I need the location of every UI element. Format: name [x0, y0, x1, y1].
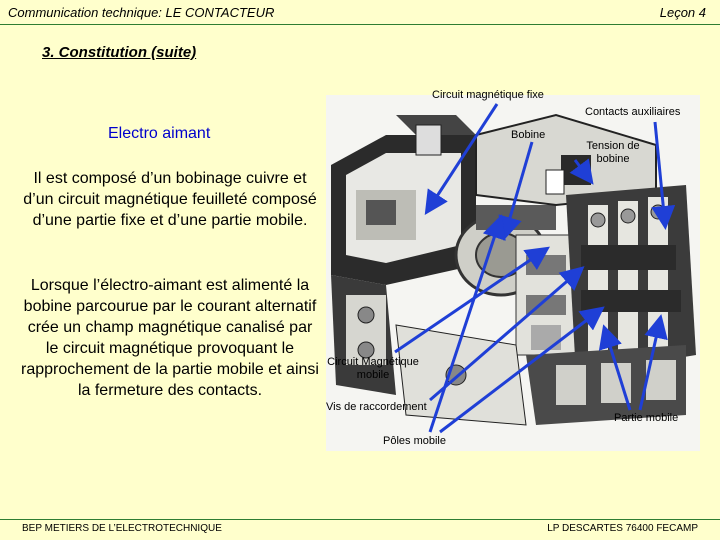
label-partie-mobile: Partie mobile: [614, 412, 679, 424]
header-lesson-number: Leçon 4: [659, 5, 706, 20]
paragraph-operation: Lorsque l’électro-aimant est alimenté la…: [21, 277, 319, 399]
header-course-title: Communication technique: LE CONTACTEUR: [8, 5, 275, 20]
arrow-bobine: [498, 141, 534, 241]
arrow-poles-1: [428, 214, 506, 433]
label-tension-bobine: Tension de bobine: [586, 140, 640, 165]
footer-school: LP DESCARTES 76400 FECAMP: [547, 523, 698, 534]
label-bobine: Bobine: [511, 129, 546, 141]
label-circuit-magnetique-mobile: Circuit Magnétique mobile: [327, 356, 419, 381]
footer-rule: [0, 519, 720, 520]
label-vis-raccordement: Vis de raccordement: [326, 401, 427, 413]
arrow-circuit-fixe: [424, 103, 499, 216]
subtitle: Electro aimant: [108, 125, 211, 142]
arrow-poles-2: [439, 306, 605, 434]
section-title: 3. Constitution (suite): [42, 44, 197, 61]
footer-diploma: BEP METIERS DE L’ELECTROTECHNIQUE: [22, 523, 222, 534]
arrow-partie-mobile-1: [598, 324, 632, 411]
arrow-contacts-aux: [651, 121, 676, 230]
label-poles-mobile: Pôles mobile: [383, 435, 446, 447]
arrow-partie-mobile-2: [638, 314, 668, 411]
header-rule: [0, 24, 720, 25]
arrow-vis-1: [429, 266, 585, 402]
label-circuit-magnetique-fixe: Circuit magnétique fixe: [432, 89, 544, 101]
arrow-circuit-mobile: [394, 246, 550, 354]
paragraph-composition: Il est composé d’un bobinage cuivre et d…: [23, 170, 317, 229]
arrow-tension-bobine: [569, 158, 594, 185]
label-contacts-auxiliaires: Contacts auxiliaires: [585, 106, 681, 118]
